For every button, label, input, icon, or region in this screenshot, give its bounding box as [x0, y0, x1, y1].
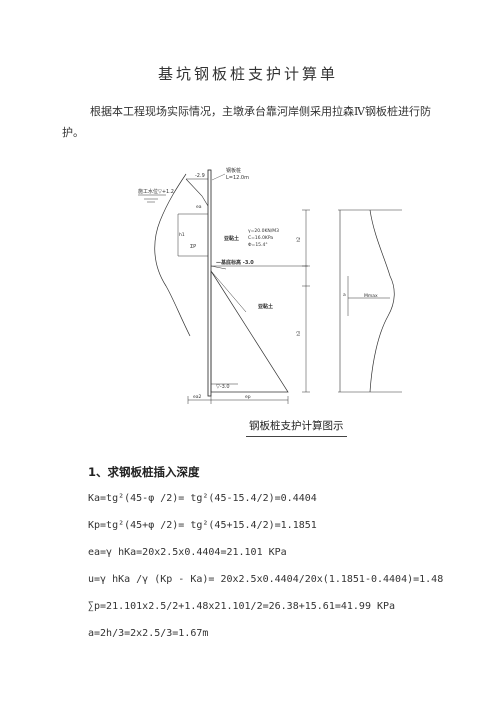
- gamma-label: γ=20.0KN/M3: [248, 228, 279, 234]
- page-title: 基坑钢板桩支护计算单: [157, 65, 338, 83]
- equation-ea: ea=γ hKa=20x2.5x0.4404=21.101 KPa: [88, 547, 287, 558]
- intro-paragraph: 根据本工程现场实际情况，主墩承台靠河岸侧采用拉森Ⅳ钢板桩进行防护。: [62, 105, 431, 139]
- water-level-label: 施工水位▽+1.2: [138, 188, 174, 195]
- sheet-pile-diagram: 施工水位▽+1.2 -2.9 钢板桩 L=12.0m h1 ΣP ea 亚黏土 …: [138, 167, 402, 404]
- sigma-p-label: ΣP: [190, 244, 196, 250]
- svg-text:h1: h1: [179, 232, 185, 238]
- passive-pressure-wedge: [210, 269, 289, 393]
- svg-text:h2: h2: [296, 236, 301, 242]
- moment-curve: [369, 209, 395, 393]
- equation-kp: Kp=tg²(45+φ /2)= tg²(45+15.4/2)=1.1851: [88, 520, 317, 531]
- ep-label: ep: [245, 395, 251, 400]
- tip-elevation-label: ▽-3.0: [216, 384, 230, 390]
- svg-text:h3: h3: [296, 330, 301, 336]
- section-heading: 1、求钢板桩插入深度: [88, 465, 200, 479]
- mmax-label: Mmax: [364, 293, 378, 299]
- river-bank-slope: [154, 173, 191, 337]
- equation-sum-p: ∑p=21.101x2.5/2+1.48x21.101/2=26.38+15.6…: [88, 601, 396, 612]
- phi-label: Φ=15.4°: [248, 242, 268, 248]
- top-elevation-label: -2.9: [195, 173, 205, 179]
- equation-ka: Ka=tg²(45-φ /2)= tg²(45-15.4/2)=0.4404: [88, 493, 317, 504]
- pile-length-label: L=12.0m: [226, 175, 249, 181]
- ea2-label: ea2: [193, 394, 202, 400]
- cohesion-label: C=16.0KPa: [248, 235, 273, 241]
- soil-b-label: 亚黏土: [258, 303, 273, 310]
- equation-a: a=2h/3=2x2.5/3=1.67m: [88, 628, 209, 639]
- equation-u: u=γ hKa /γ (Kp - Ka)= 20x2.5x0.4404/20x(…: [88, 574, 444, 585]
- sheet-pile: [207, 169, 212, 397]
- sheet-pile-label: 钢板桩: [226, 167, 241, 174]
- figure-caption: 钢板桩支护计算图示: [246, 418, 347, 437]
- ea-label: ea: [196, 205, 202, 210]
- soil-a-label: 亚黏土: [224, 235, 239, 242]
- pit-bottom-label: —基底标高 -3.0: [216, 259, 254, 266]
- svg-text:a: a: [343, 293, 346, 298]
